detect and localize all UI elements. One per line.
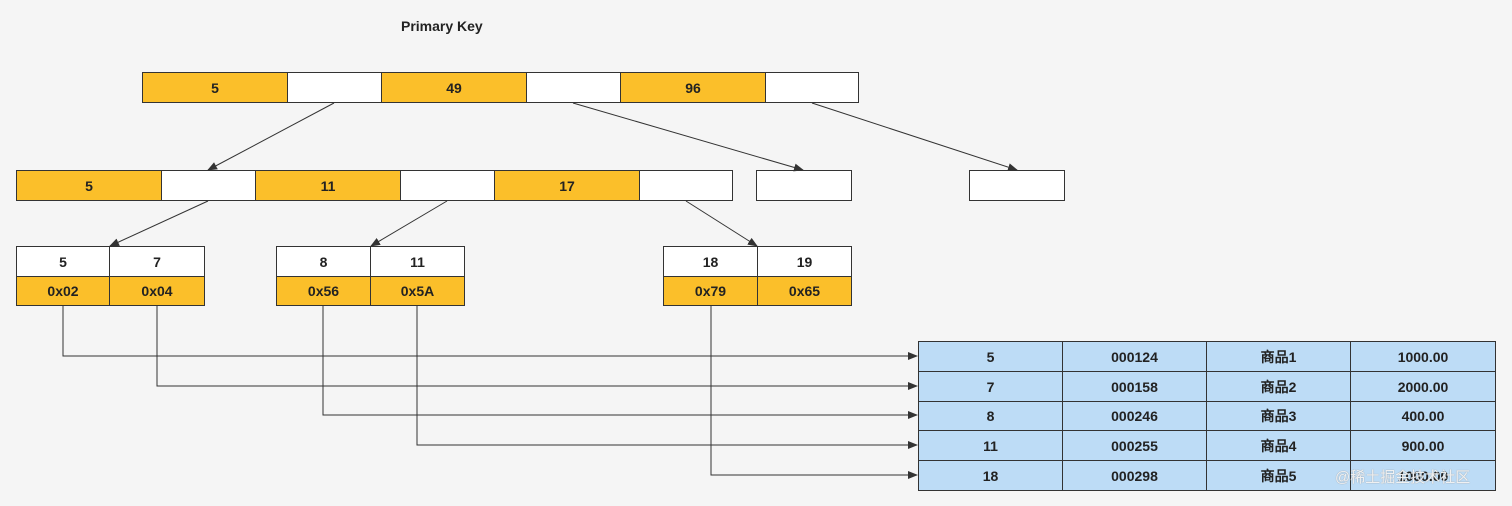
row-id-cell: 11 [918,430,1063,461]
row-price-cell: 1000.00 [1350,460,1496,491]
watermark-text: @稀土掘金技术社区 [1335,469,1471,486]
row-id-cell: 18 [918,460,1063,491]
root-pointer-cell [287,72,382,103]
connector-arrow [572,102,804,172]
row-id-cell: 7 [918,371,1063,402]
row-code-cell: 000246 [1062,401,1207,431]
leaf-pointer-cell: 0x56 [276,276,371,306]
branch-pointer-cell [161,170,256,201]
leaf-pointer-cell: 0x02 [16,276,110,306]
leaf-key-cell: 5 [16,246,110,277]
row-code-cell: 000158 [1062,371,1207,402]
branch-key-cell: 5 [16,170,162,201]
row-pointer-arrow [62,306,918,360]
connector-arrow [207,102,335,171]
empty-branch-node [969,170,1065,201]
row-name-cell: 商品5 [1206,460,1351,491]
row-price-cell: 2000.00 [1350,371,1496,402]
row-name-cell: 商品1 [1206,341,1351,372]
leaf-key-cell: 11 [370,246,465,277]
row-pointer-arrow [322,306,918,419]
branch-key-cell: 11 [255,170,401,201]
leaf-pointer-cell: 0x65 [757,276,852,306]
branch-key-cell: 17 [494,170,640,201]
root-pointer-cell [765,72,859,103]
branch-pointer-cell [639,170,733,201]
row-name-cell: 商品2 [1206,371,1351,402]
row-pointer-arrow [416,306,918,449]
connector-arrow [685,200,758,247]
row-code-cell: 000298 [1062,460,1207,491]
branch-pointer-cell [400,170,495,201]
diagram-title: Primary Key [401,18,483,34]
empty-branch-node [756,170,852,201]
row-id-cell: 8 [918,401,1063,431]
row-pointer-arrow [710,306,918,479]
row-id-cell: 5 [918,341,1063,372]
row-name-cell: 商品4 [1206,430,1351,461]
leaf-pointer-cell: 0x5A [370,276,465,306]
connector-arrow [370,200,448,247]
row-pointer-arrow [156,306,918,390]
connector-arrow [109,200,209,247]
leaf-pointer-cell: 0x04 [109,276,205,306]
root-key-cell: 49 [381,72,527,103]
row-price-cell: 900.00 [1350,430,1496,461]
leaf-key-cell: 18 [663,246,758,277]
connector-arrow [811,102,1018,172]
